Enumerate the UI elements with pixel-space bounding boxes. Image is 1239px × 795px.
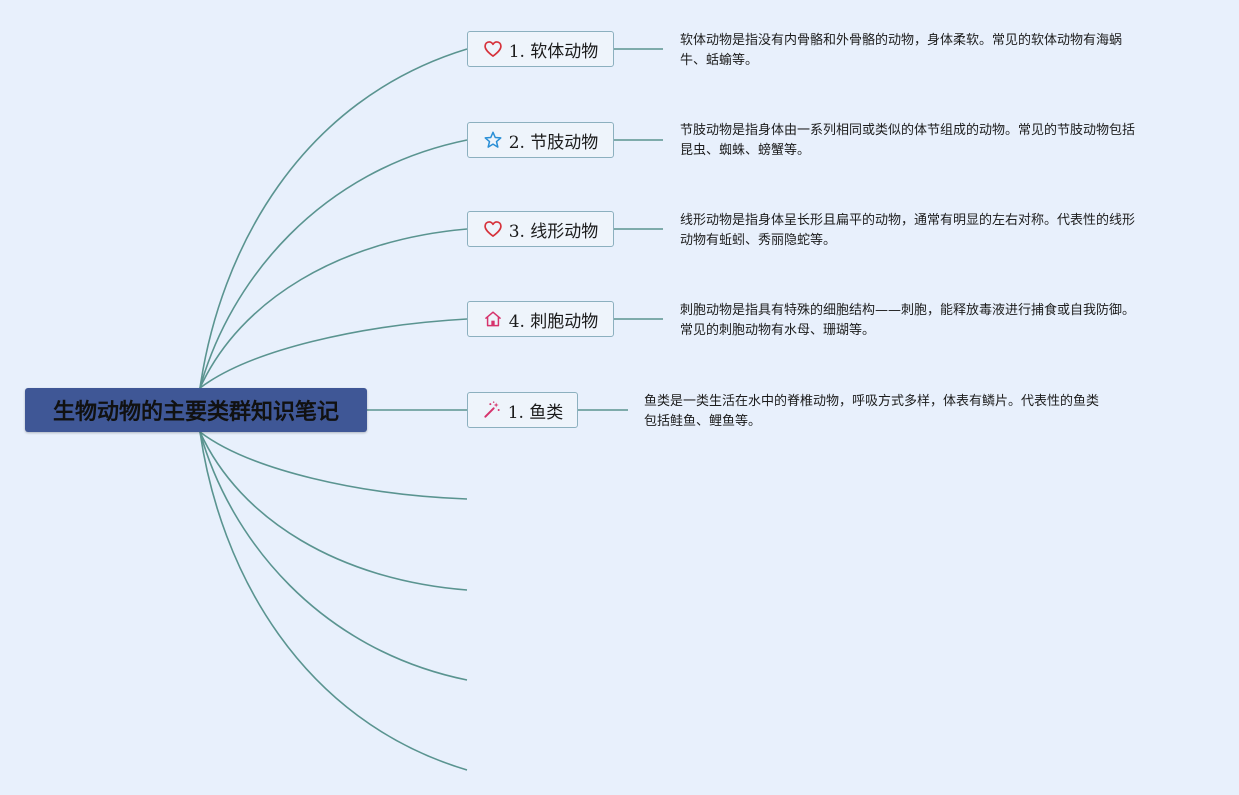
branch-description-fish: 鱼类是一类生活在水中的脊椎动物，呼吸方式多样，体表有鳞片。代表性的鱼类 包括鲑鱼…: [644, 392, 1099, 432]
branch-description-arthropoda: 节肢动物是指身体由一系列相同或类似的体节组成的动物。常见的节肢动物包括 昆虫、蜘…: [680, 121, 1135, 161]
description-line: 节肢动物是指身体由一系列相同或类似的体节组成的动物。常见的节肢动物包括: [680, 123, 1136, 138]
branch-topic-cnidaria[interactable]: 4. 刺胞动物: [467, 301, 614, 337]
connector-empty-1: [199, 431, 468, 500]
description-line: 鱼类是一类生活在水中的脊椎动物，呼吸方式多样，体表有鳞片。代表性的鱼类: [644, 394, 1100, 409]
connector-branch-3: [199, 228, 468, 389]
branch-topic-nematoda[interactable]: 3. 线形动物: [467, 211, 614, 247]
description-line: 常见的刺胞动物有水母、珊瑚等。: [680, 323, 876, 338]
description-line: 动物有蚯蚓、秀丽隐蛇等。: [680, 233, 837, 248]
connector-empty-4: [199, 431, 468, 771]
branch-topic-label: 3. 线形动物: [508, 221, 599, 242]
root-topic-label: 生物动物的主要类群知识笔记: [52, 400, 339, 425]
branch-topic-arthropoda[interactable]: 2. 节肢动物: [467, 122, 614, 158]
home-icon: [483, 309, 503, 329]
branch-topic-fish[interactable]: 1. 鱼类: [467, 392, 578, 428]
branch-topic-mollusca[interactable]: 1. 软体动物: [467, 31, 614, 67]
star-icon: [483, 130, 503, 150]
connector-branch-4: [199, 318, 468, 389]
description-line: 包括鲑鱼、鲤鱼等。: [644, 414, 762, 429]
description-line: 线形动物是指身体呈长形且扁平的动物，通常有明显的左右对称。代表性的线形: [680, 213, 1136, 228]
description-line: 刺胞动物是指具有特殊的细胞结构——刺胞，能释放毒液进行捕食或自我防御。: [680, 303, 1136, 318]
branch-description-cnidaria: 刺胞动物是指具有特殊的细胞结构——刺胞，能释放毒液进行捕食或自我防御。 常见的刺…: [680, 301, 1135, 341]
branch-description-nematoda: 线形动物是指身体呈长形且扁平的动物，通常有明显的左右对称。代表性的线形 动物有蚯…: [680, 211, 1135, 251]
branch-description-mollusca: 软体动物是指没有内骨骼和外骨骼的动物，身体柔软。常见的软体动物有海蜗 牛、蛞蝓等…: [680, 31, 1122, 71]
root-topic[interactable]: 生物动物的主要类群知识笔记: [25, 388, 367, 432]
connector-empty-3: [199, 431, 468, 681]
branch-topic-label: 2. 节肢动物: [508, 132, 599, 153]
connector-branch-2: [199, 139, 468, 389]
connector-branch-1: [199, 48, 468, 389]
description-line: 软体动物是指没有内骨骼和外骨骼的动物，身体柔软。常见的软体动物有海蜗: [680, 33, 1123, 48]
description-line: 昆虫、蜘蛛、螃蟹等。: [680, 143, 811, 158]
heart-icon: [483, 39, 503, 59]
heart-icon: [483, 219, 503, 239]
connector-empty-2: [199, 431, 468, 591]
branch-topic-label: 4. 刺胞动物: [508, 311, 599, 332]
branch-topic-label: 1. 鱼类: [507, 402, 564, 423]
description-line: 牛、蛞蝓等。: [680, 53, 759, 68]
branch-topic-label: 1. 软体动物: [508, 41, 599, 62]
magic-wand-icon: [482, 400, 502, 420]
